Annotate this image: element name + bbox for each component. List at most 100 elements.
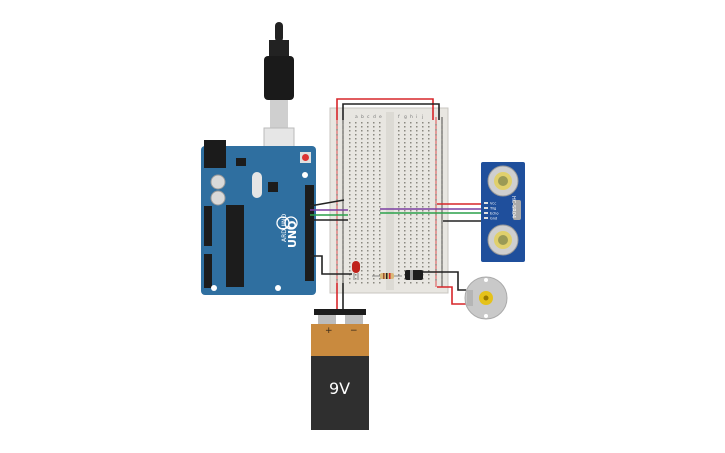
breadboard-hole (416, 198, 418, 200)
breadboard-hole (422, 166, 424, 168)
breadboard-hole (428, 246, 430, 248)
sensor-pin[interactable] (484, 212, 488, 214)
breadboard-hole (410, 126, 412, 128)
wire-red-motor (437, 286, 466, 305)
rail-hole (342, 149, 344, 151)
breadboard-hole (422, 162, 424, 164)
breadboard-hole (398, 178, 400, 180)
digital-header (305, 185, 314, 281)
breadboard-hole (416, 226, 418, 228)
breadboard-hole (398, 270, 400, 272)
dc-motor[interactable] (464, 276, 508, 320)
breadboard-hole (422, 130, 424, 132)
breadboard-hole (379, 226, 381, 228)
breadboard-hole (422, 146, 424, 148)
breadboard-hole (367, 226, 369, 228)
rail-hole (441, 219, 443, 221)
rail-hole (342, 234, 344, 236)
rail-hole (336, 269, 338, 271)
rail-hole (342, 244, 344, 246)
breadboard-hole (355, 186, 357, 188)
breadboard-hole (379, 134, 381, 136)
arduino-uno-board[interactable]: ARDUINO UNO (201, 140, 316, 295)
rail-hole (435, 254, 437, 256)
breadboard-hole (349, 142, 351, 144)
breadboard-hole (398, 246, 400, 248)
breadboard-hole (404, 170, 406, 172)
wire-black-pin (310, 255, 352, 275)
rail-hole (435, 199, 437, 201)
rail-hole (441, 194, 443, 196)
sensor-pin[interactable] (484, 202, 488, 204)
breadboard-hole (349, 254, 351, 256)
led[interactable] (352, 261, 360, 280)
breadboard-hole (349, 130, 351, 132)
column-letter: a (355, 115, 358, 120)
breadboard-hole (367, 246, 369, 248)
sensor-pin-label: Gnd (490, 217, 497, 221)
breadboard-hole (349, 198, 351, 200)
breadboard-hole (367, 258, 369, 260)
breadboard-hole (373, 230, 375, 232)
rail-hole (435, 164, 437, 166)
breadboard-hole (422, 242, 424, 244)
breadboard-hole (428, 210, 430, 212)
breadboard-hole (379, 222, 381, 224)
usb-cable (263, 22, 295, 167)
wires (309, 98, 482, 315)
breadboard-hole (349, 134, 351, 136)
rail-hole (342, 254, 344, 256)
rail-hole (441, 269, 443, 271)
breadboard-hole (404, 282, 406, 284)
breadboard-hole (367, 186, 369, 188)
breadboard-hole (404, 174, 406, 176)
breadboard-hole (379, 206, 381, 208)
breadboard-hole (422, 122, 424, 124)
breadboard-hole (428, 130, 430, 132)
rail-hole (336, 264, 338, 266)
breadboard-hole (367, 282, 369, 284)
battery-9v[interactable]: + − 9V (311, 309, 369, 430)
wire-black-gnd (309, 199, 345, 207)
breadboard-hole (404, 138, 406, 140)
column-letter: j (421, 114, 423, 120)
rail-hole (435, 234, 437, 236)
rail-hole (336, 139, 338, 141)
column-letter: f (398, 114, 400, 120)
breadboard-hole (428, 282, 430, 284)
breadboard-hole (361, 214, 363, 216)
sensor-pin[interactable] (484, 207, 488, 209)
resistor[interactable] (372, 273, 402, 279)
breadboard-hole (416, 162, 418, 164)
rail-hole (441, 129, 443, 131)
breadboard-hole (404, 266, 406, 268)
breadboard-hole (379, 130, 381, 132)
transistor[interactable] (405, 270, 423, 280)
breadboard-hole (404, 254, 406, 256)
breadboard-hole (416, 154, 418, 156)
breadboard-hole (410, 186, 412, 188)
rail-hole (336, 279, 338, 281)
breadboard-hole (373, 162, 375, 164)
breadboard-hole (410, 182, 412, 184)
breadboard-hole (367, 266, 369, 268)
breadboard-hole (349, 258, 351, 260)
breadboard-hole (416, 254, 418, 256)
breadboard-hole (428, 266, 430, 268)
breadboard-hole (361, 210, 363, 212)
breadboard-hole (428, 230, 430, 232)
rail-hole (336, 184, 338, 186)
rail-hole (435, 204, 437, 206)
rail-hole (441, 224, 443, 226)
breadboard-hole (355, 178, 357, 180)
breadboard-hole (416, 134, 418, 136)
breadboard-hole (361, 234, 363, 236)
sensor-pin[interactable] (484, 217, 488, 219)
breadboard-hole (349, 222, 351, 224)
breadboard-hole (355, 278, 357, 280)
rail-hole (435, 239, 437, 241)
breadboard-hole (367, 174, 369, 176)
breadboard-hole (404, 186, 406, 188)
